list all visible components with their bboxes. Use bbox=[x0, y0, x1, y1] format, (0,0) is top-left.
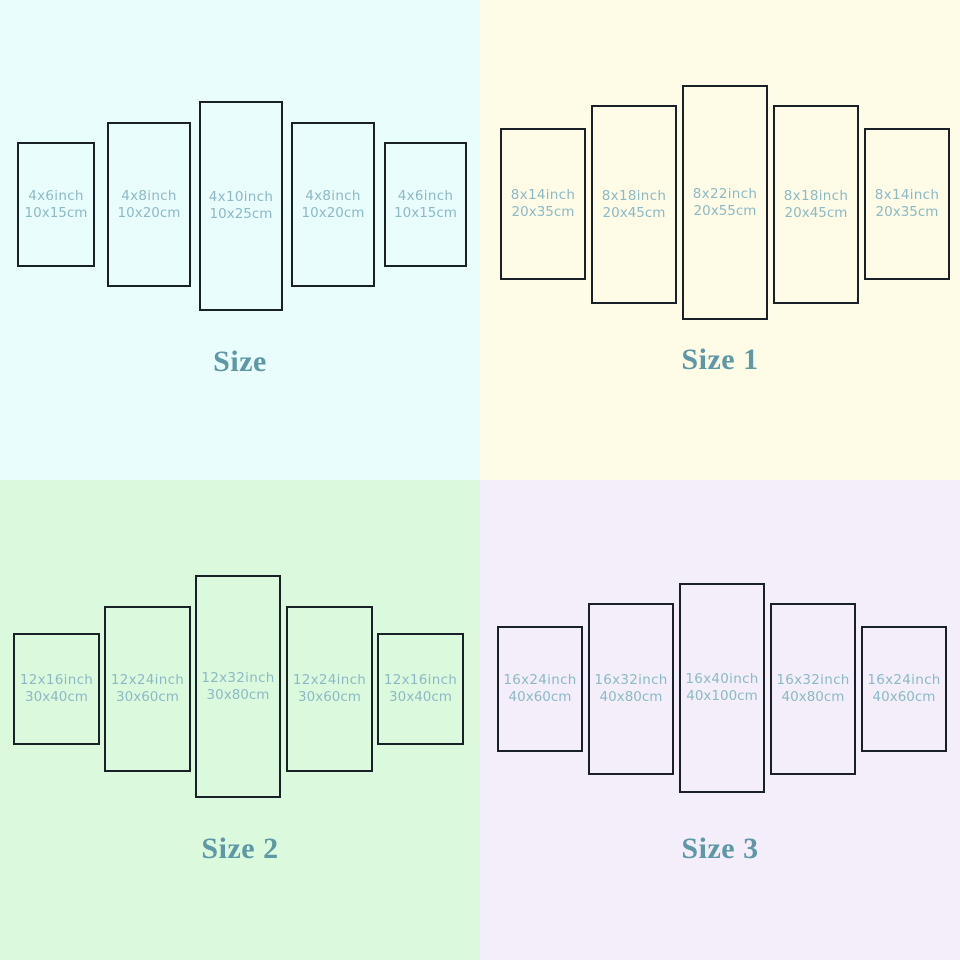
panel-size-cm: 10x20cm bbox=[117, 204, 181, 221]
panel-size-inch: 8x18inch bbox=[601, 187, 667, 204]
panel-size-cm: 30x60cm bbox=[298, 689, 361, 705]
panel-size-cm: 40x60cm bbox=[508, 689, 572, 705]
panel-size-cm: 30x40cm bbox=[25, 689, 88, 705]
panel-size-cm: 20x55cm bbox=[693, 202, 757, 219]
panel-size-inch: 16x40inch bbox=[685, 671, 759, 687]
panel-size-inch: 16x24inch bbox=[867, 672, 941, 688]
panel-size-inch: 16x32inch bbox=[594, 672, 668, 688]
panel-size-inch: 4x6inch bbox=[397, 187, 454, 204]
panel-size-inch: 12x32inch bbox=[201, 669, 275, 686]
panel-size-cm: 30x60cm bbox=[116, 689, 179, 705]
panel-size-inch: 12x16inch bbox=[383, 672, 458, 688]
panel-size-cm: 40x80cm bbox=[781, 689, 845, 705]
panel-size-inch: 8x18inch bbox=[783, 187, 849, 204]
panel-size-cm: 10x15cm bbox=[24, 204, 88, 221]
panel-size-cm: 30x80cm bbox=[206, 686, 270, 703]
panel-size-inch: 8x14inch bbox=[510, 187, 576, 203]
panel-size-inch: 4x6inch bbox=[28, 187, 84, 204]
panel-size-inch: 8x14inch bbox=[874, 187, 940, 203]
quadrant-title-size-3: Size 3 bbox=[681, 832, 759, 865]
panel-size-cm: 20x45cm bbox=[784, 204, 848, 221]
quadrant-title-size: Size bbox=[213, 345, 267, 378]
panel-size-cm: 20x45cm bbox=[602, 204, 666, 221]
panel-size-cm: 40x100cm bbox=[686, 688, 758, 704]
quadrant-title-size-2: Size 2 bbox=[201, 832, 279, 865]
panel-size-inch: 4x8inch bbox=[121, 187, 177, 204]
panel-size-inch: 4x10inch bbox=[208, 189, 274, 205]
panel-size-inch: 8x22inch bbox=[692, 185, 758, 202]
panel-size-cm: 10x25cm bbox=[209, 206, 273, 222]
panel-size-inch: 4x8inch bbox=[305, 187, 361, 204]
panel-size-cm: 30x40cm bbox=[389, 689, 452, 705]
panel-size-inch: 12x16inch bbox=[19, 672, 94, 688]
quadrant-title-size-1: Size 1 bbox=[681, 343, 759, 376]
panel-size-inch: 12x24inch bbox=[292, 672, 367, 688]
panel-size-cm: 40x60cm bbox=[872, 689, 936, 705]
panel-size-cm: 20x35cm bbox=[875, 204, 939, 220]
panel-size-inch: 16x24inch bbox=[503, 672, 577, 688]
panel-size-cm: 20x35cm bbox=[511, 204, 575, 220]
panel-size-inch: 16x32inch bbox=[776, 672, 850, 688]
panel-size-cm: 40x80cm bbox=[599, 689, 663, 705]
panel-size-cm: 10x20cm bbox=[301, 204, 365, 221]
panel-size-cm: 10x15cm bbox=[394, 204, 457, 221]
panel-size-inch: 12x24inch bbox=[110, 672, 185, 688]
